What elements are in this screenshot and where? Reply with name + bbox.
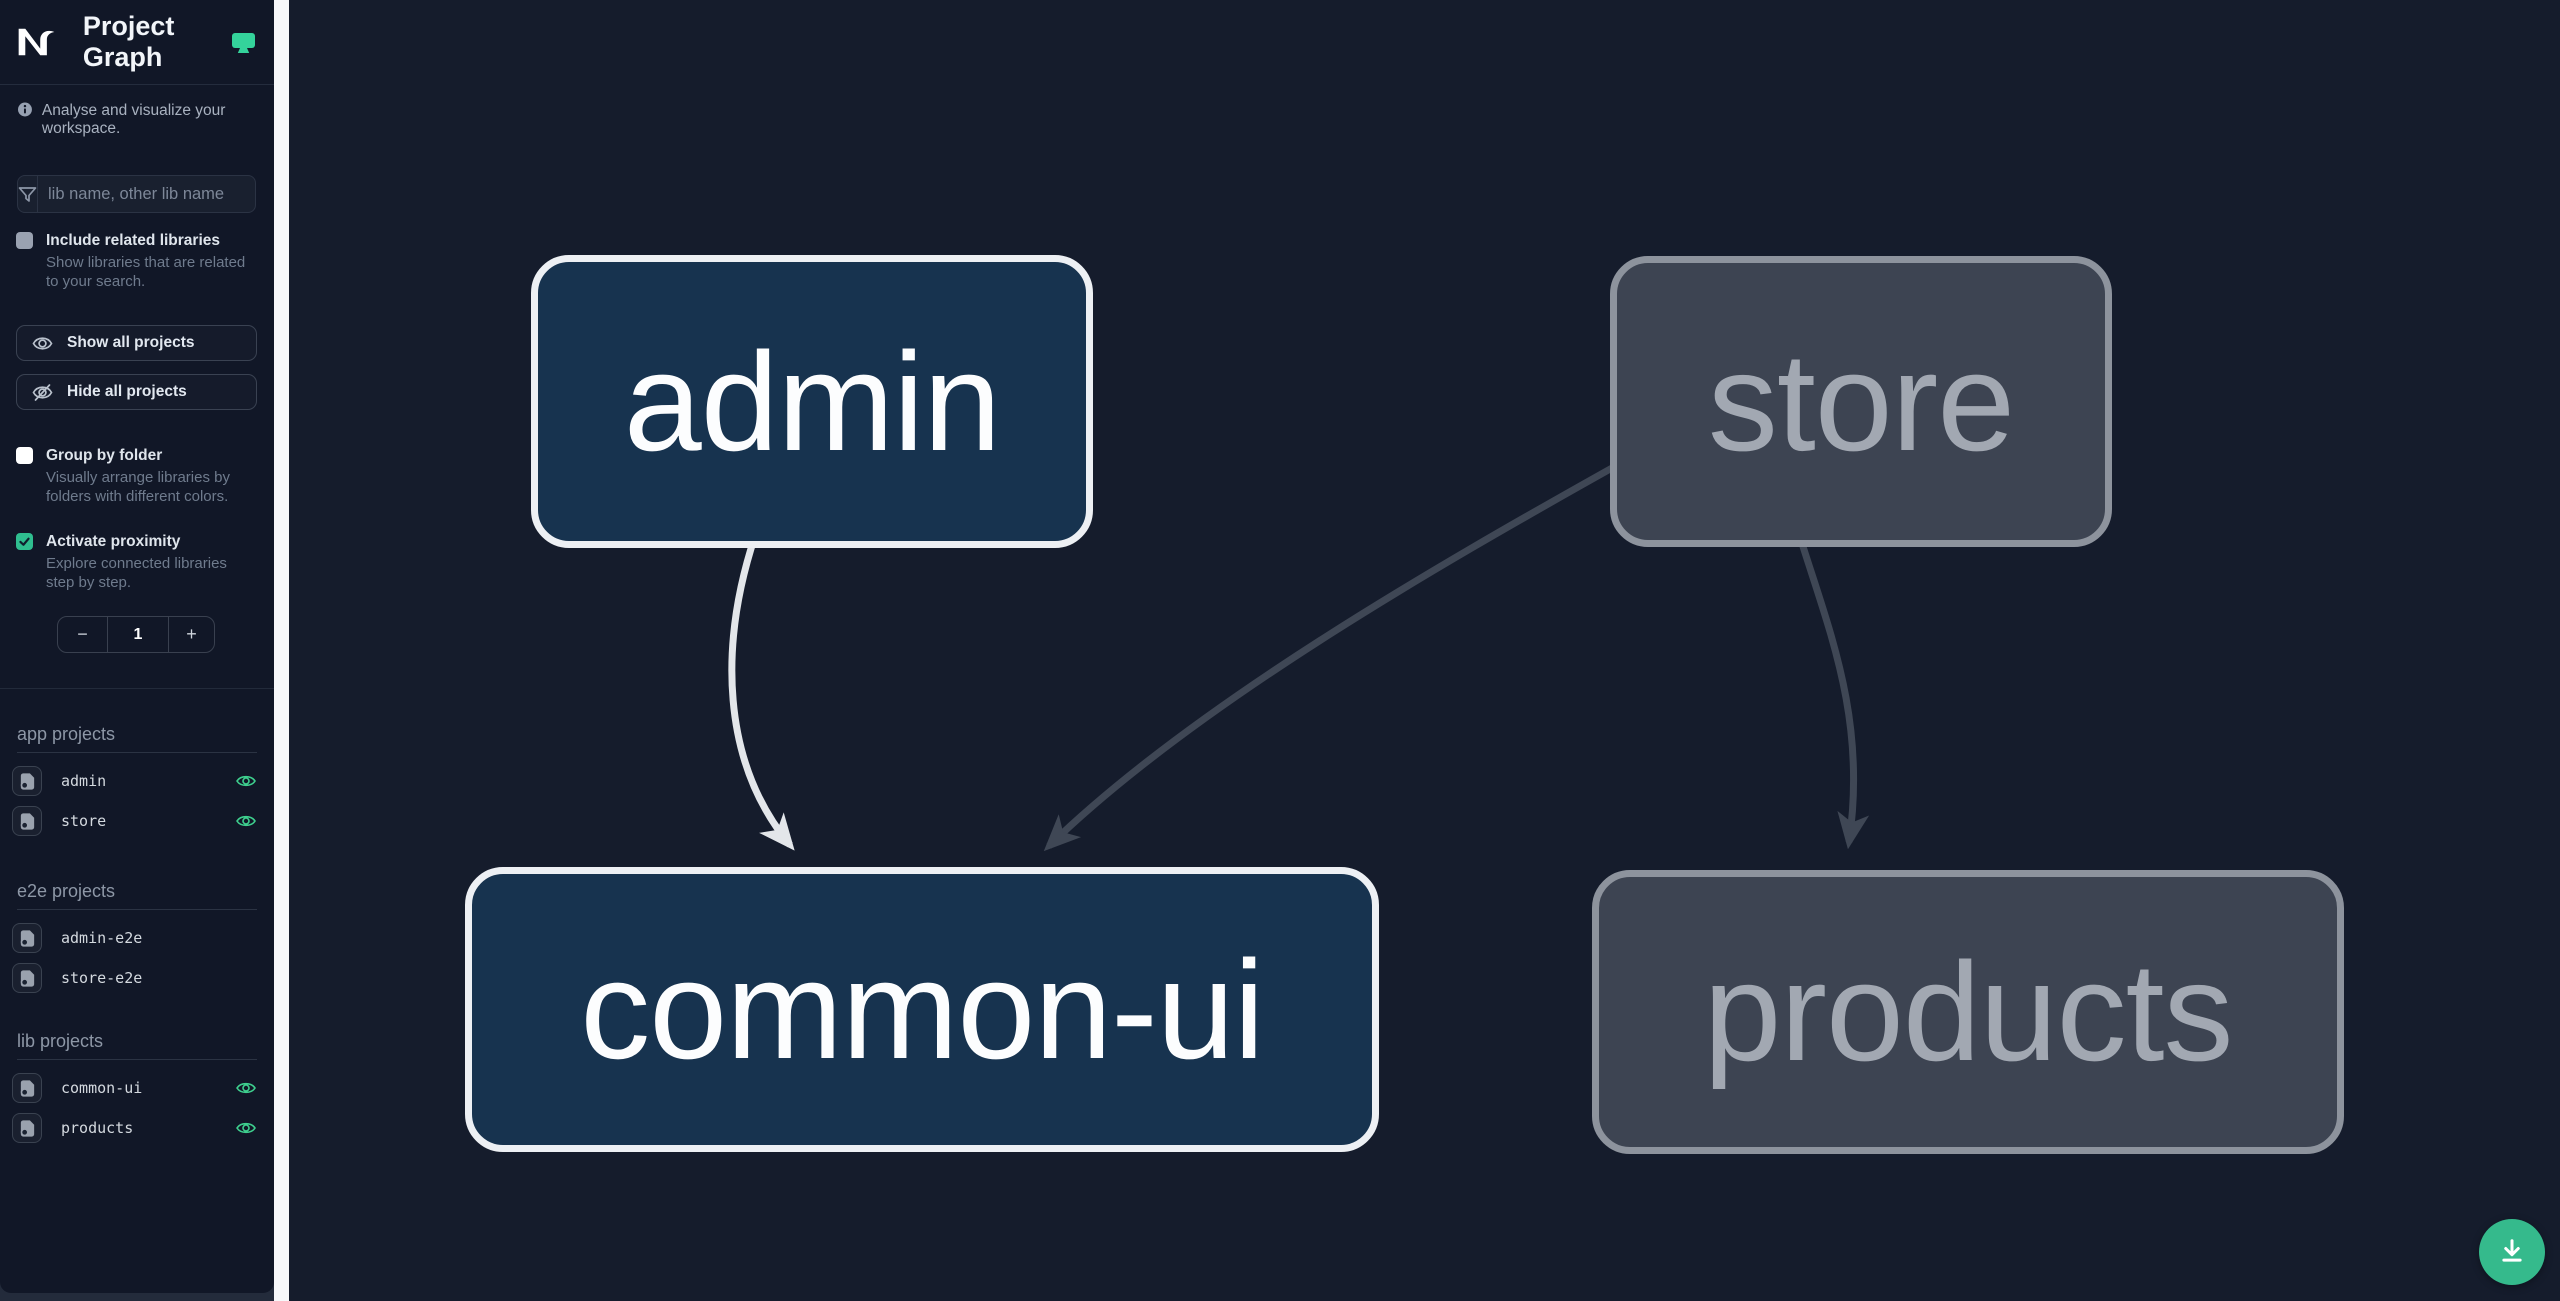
decrement-button[interactable]: −: [58, 617, 108, 652]
hide-all-projects-button[interactable]: Hide all projects: [16, 374, 257, 410]
project-row-admin: admin: [12, 766, 274, 796]
project-name[interactable]: admin-e2e: [61, 929, 143, 947]
focus-project-button[interactable]: [12, 923, 42, 953]
show-all-projects-button[interactable]: Show all projects: [16, 325, 257, 361]
workspace-tagline: Analyse and visualize your workspace.: [18, 101, 260, 138]
eye-icon: [236, 1122, 256, 1134]
checkmark-icon: [19, 537, 30, 546]
focus-project-icon: [20, 1119, 34, 1137]
eye-icon: [236, 1082, 256, 1094]
download-image-button[interactable]: [2479, 1219, 2545, 1285]
visibility-toggle[interactable]: [236, 774, 256, 788]
eye-icon: [236, 815, 256, 827]
focus-project-icon: [20, 812, 34, 830]
eye-icon: [32, 336, 53, 350]
proximity-depth-value: 1: [133, 625, 143, 643]
focus-project-icon: [20, 929, 34, 947]
sidebar-divider: [0, 688, 274, 689]
tagline-text: Analyse and visualize your workspace.: [41, 102, 226, 137]
project-name[interactable]: common-ui: [61, 1079, 143, 1097]
section-app-projects: app projects: [17, 724, 257, 753]
monitor-icon: [232, 32, 255, 53]
increment-button[interactable]: +: [168, 617, 214, 652]
graph-node-common-ui[interactable]: common-ui: [465, 867, 1379, 1152]
project-name[interactable]: products: [61, 1119, 134, 1137]
section-e2e-projects: e2e projects: [17, 881, 257, 910]
include-related-label: Include related libraries: [46, 232, 221, 249]
activate-proximity-row: Activate proximity Explore connected lib…: [16, 532, 258, 592]
activate-proximity-desc: Explore connected libraries step by step…: [46, 555, 227, 591]
focus-project-button[interactable]: [12, 1113, 42, 1143]
project-name[interactable]: store-e2e: [61, 969, 143, 987]
show-all-label: Show all projects: [67, 334, 195, 351]
hide-all-label: Hide all projects: [67, 383, 187, 400]
project-row-admin-e2e: admin-e2e: [12, 923, 274, 953]
project-row-common-ui: common-ui: [12, 1073, 274, 1103]
include-related-checkbox[interactable]: [16, 232, 33, 249]
desktop-app-button[interactable]: [231, 31, 256, 54]
group-by-folder-row: Group by folder Visually arrange librari…: [16, 446, 258, 506]
visibility-toggle[interactable]: [236, 814, 256, 828]
edge-admin-common-ui[interactable]: [728, 534, 795, 851]
eye-off-icon: [32, 383, 53, 401]
activate-proximity-label: Activate proximity: [46, 533, 181, 550]
info-icon: [18, 102, 32, 117]
group-by-folder-desc: Visually arrange libraries by folders wi…: [46, 469, 230, 505]
focus-project-icon: [20, 1079, 34, 1097]
filter-box: [17, 175, 256, 213]
nx-logo-icon: [18, 28, 55, 56]
edge-store-products[interactable]: [1796, 535, 1870, 850]
proximity-depth-stepper: − 1 +: [57, 616, 215, 653]
focus-project-button[interactable]: [12, 1073, 42, 1103]
funnel-icon: [18, 186, 37, 202]
focus-project-button[interactable]: [12, 806, 42, 836]
section-lib-projects: lib projects: [17, 1031, 257, 1060]
project-row-store: store: [12, 806, 274, 836]
include-related-desc: Show libraries that are related to your …: [46, 254, 246, 290]
graph-canvas[interactable]: admin store common-ui products: [289, 0, 2560, 1301]
sidebar: Project Graph Analyse and visualize your…: [0, 0, 274, 1293]
eye-icon: [236, 775, 256, 787]
sidebar-canvas-divider: [274, 0, 289, 1301]
focus-project-button[interactable]: [12, 766, 42, 796]
focus-project-icon: [20, 969, 34, 987]
graph-node-admin[interactable]: admin: [531, 255, 1093, 548]
visibility-toggle[interactable]: [236, 1081, 256, 1095]
focus-project-icon: [20, 772, 34, 790]
graph-node-store[interactable]: store: [1610, 256, 2112, 547]
filter-funnel: [18, 176, 38, 212]
group-by-folder-label: Group by folder: [46, 447, 163, 464]
download-icon: [2502, 1239, 2522, 1262]
focus-project-button[interactable]: [12, 963, 42, 993]
filter-input[interactable]: [38, 176, 255, 212]
project-name[interactable]: admin: [61, 772, 107, 790]
visibility-toggle[interactable]: [236, 1121, 256, 1135]
activate-proximity-checkbox[interactable]: [16, 533, 33, 550]
include-related-row: Include related libraries Show libraries…: [16, 231, 258, 291]
edge-store-common-ui[interactable]: [1043, 464, 1614, 852]
project-row-products: products: [12, 1113, 274, 1143]
sidebar-header: Project Graph: [0, 0, 274, 85]
project-name[interactable]: store: [61, 812, 107, 830]
project-row-store-e2e: store-e2e: [12, 963, 274, 993]
page-title: Project Graph: [82, 11, 175, 72]
group-by-folder-checkbox[interactable]: [16, 447, 33, 464]
graph-node-products[interactable]: products: [1592, 870, 2344, 1154]
